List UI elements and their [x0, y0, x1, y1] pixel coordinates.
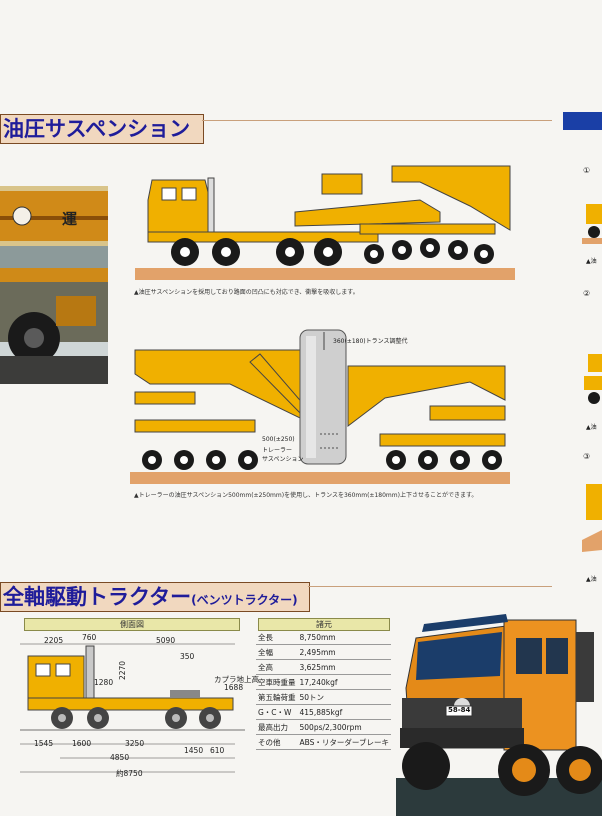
label-suspension: サスペンション — [262, 456, 304, 463]
strip-number-3: ③ — [583, 452, 591, 461]
spec-value: 3,625mm — [297, 659, 391, 675]
spec-value: 2,495mm — [297, 644, 391, 660]
dim-2205: 2205 — [44, 636, 64, 645]
label-trailer: トレーラー — [262, 447, 293, 454]
dim-610: 610 — [210, 746, 225, 755]
strip-caption-2: ▲油 — [586, 424, 597, 431]
strip-diagram-1 — [582, 204, 602, 244]
dim-8750: 約8750 — [116, 769, 143, 778]
strip-diagram-3 — [582, 484, 602, 552]
dim-350: 350 — [180, 652, 195, 661]
spec-value: 17,240kgf — [297, 674, 391, 690]
tractor-title: 全軸駆動トラクター — [3, 585, 192, 609]
spec-key: 空車時重量 — [256, 674, 298, 690]
spec-key: G・C・W — [256, 704, 298, 720]
header-rule-2 — [308, 586, 552, 587]
strip-number-1: ① — [583, 166, 591, 175]
spec-key: 第五輪荷重 — [256, 689, 298, 705]
dim-760: 760 — [82, 633, 97, 642]
label-transformer-adjust: 360(±180)トランス調整代 — [333, 338, 408, 345]
tractor-subtitle: (ベンツトラクター) — [191, 593, 298, 607]
dim-1600: 1600 — [72, 739, 92, 748]
strip-caption-3: ▲油 — [586, 576, 597, 583]
dim-4850: 4850 — [110, 753, 130, 762]
photo-sign-text: 運 — [62, 210, 78, 228]
spec-key: 最高出力 — [256, 719, 298, 735]
spec-value: 50トン — [297, 689, 391, 705]
dim-1280: 1280 — [94, 678, 114, 687]
blue-tab-marker — [563, 112, 602, 130]
header-rule — [202, 120, 552, 121]
spec-key: その他 — [256, 734, 298, 750]
suspension-diagram-1 — [135, 165, 515, 280]
spec-key: 全幅 — [256, 644, 298, 660]
strip-diagram-2 — [584, 354, 602, 404]
strip-number-2: ② — [583, 289, 591, 298]
spec-value: 8,750mm — [297, 630, 391, 645]
coupler-height-value: 1688 — [224, 683, 244, 692]
label-trailer-500: 500(±250) — [262, 436, 295, 443]
section-title-all-wheel-tractor: 全軸駆動トラクター(ベンツトラクター) — [0, 582, 310, 612]
side-view-header: 側面図 — [24, 618, 240, 631]
suspension-diagram-2 — [130, 329, 510, 484]
diagram1-caption: ▲油圧サスペンションを採用しており路面の凹凸にも対応でき、衝撃を吸収します。 — [134, 289, 359, 296]
tractor-photo — [396, 598, 602, 816]
spec-value: ABS・リターダーブレーキ — [297, 734, 391, 750]
dim-3250: 3250 — [125, 739, 145, 748]
dim-1450: 1450 — [184, 746, 204, 755]
diagram2-caption: ▲トレーラーの油圧サスペンション500mm(±250mm)を使用し、トランスを3… — [134, 492, 478, 499]
license-plate: 58-84 — [448, 706, 471, 714]
trailer-photo — [0, 186, 108, 384]
spec-value: 500ps/2,300rpm — [297, 719, 391, 735]
spec-key: 全長 — [256, 630, 298, 645]
dim-2270: 2270 — [118, 660, 128, 681]
dim-5090: 5090 — [156, 636, 176, 645]
spec-key: 全高 — [256, 659, 298, 675]
tractor-side-view — [20, 643, 245, 773]
coupler-height-label: カプラ地上高 — [214, 675, 259, 684]
strip-caption-1: ▲油 — [586, 258, 597, 265]
dim-1545: 1545 — [34, 739, 54, 748]
section-title-hydraulic-suspension: 油圧サスペンション — [0, 114, 204, 144]
spec-value: 415,885kgf — [297, 704, 391, 720]
